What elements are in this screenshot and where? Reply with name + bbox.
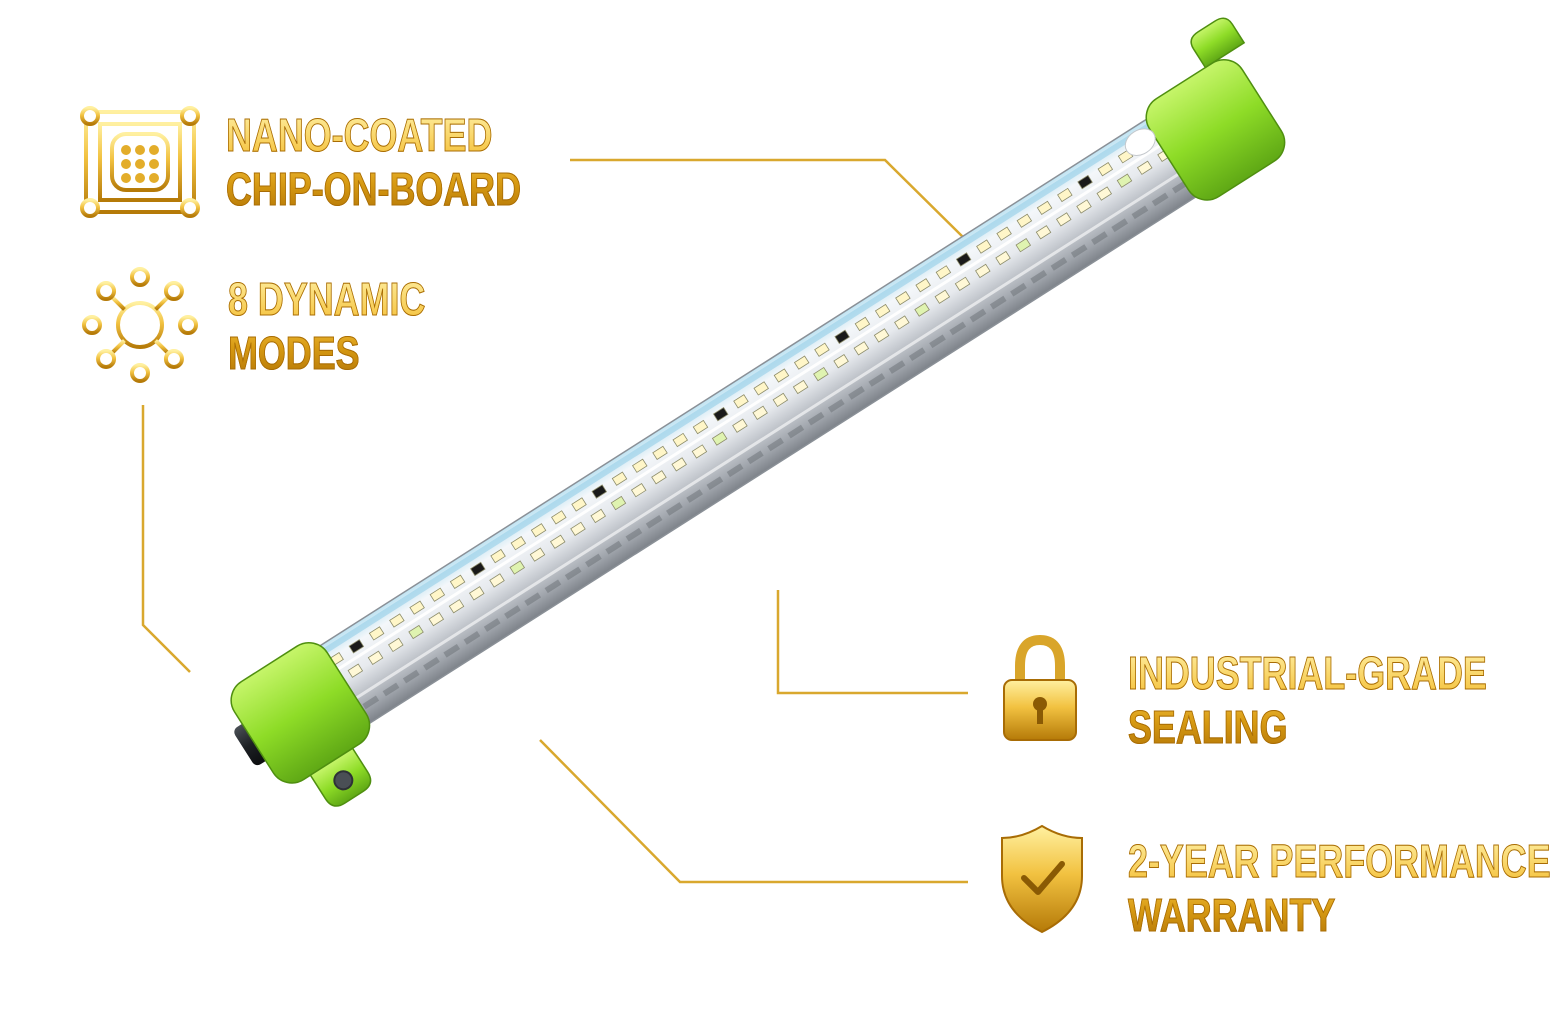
- callout-line-sealing: [776, 590, 968, 695]
- feature-warranty-line1: 2-YEAR PERFORMANCE: [1128, 835, 1551, 888]
- feature-cob: NANO-COATED CHIP-ON-BOARD: [226, 108, 522, 216]
- modes-hub-icon: [82, 267, 198, 383]
- callout-line-cob: [570, 158, 969, 243]
- right-end-cap: [1124, 17, 1286, 201]
- led-strip-lower: [307, 134, 1193, 704]
- feature-warranty: 2-YEAR PERFORMANCE WARRANTY: [1128, 834, 1551, 942]
- feature-cob-line1: NANO-COATED: [226, 109, 493, 162]
- feature-sealing-line1: INDUSTRIAL-GRADE: [1128, 647, 1488, 700]
- feature-modes-line1: 8 DYNAMIC: [228, 273, 426, 326]
- hanging-hole: [333, 770, 354, 791]
- feature-sealing-line2: SEALING: [1128, 701, 1288, 754]
- shield-check-icon: [1001, 824, 1083, 934]
- callout-line-warranty: [539, 739, 968, 884]
- callout-line-modes: [141, 405, 191, 673]
- callout-lines: [141, 158, 969, 884]
- chip-icon: [80, 106, 200, 218]
- lock-icon: [1003, 634, 1077, 741]
- left-end-cap: [230, 641, 372, 807]
- feature-modes: 8 DYNAMIC MODES: [228, 272, 426, 380]
- feature-cob-line2: CHIP-ON-BOARD: [226, 163, 522, 216]
- feature-warranty-line2: WARRANTY: [1128, 889, 1336, 942]
- led-light-tube: [230, 17, 1286, 807]
- feature-sealing: INDUSTRIAL-GRADE SEALING: [1128, 646, 1488, 754]
- feature-modes-line2: MODES: [228, 327, 360, 380]
